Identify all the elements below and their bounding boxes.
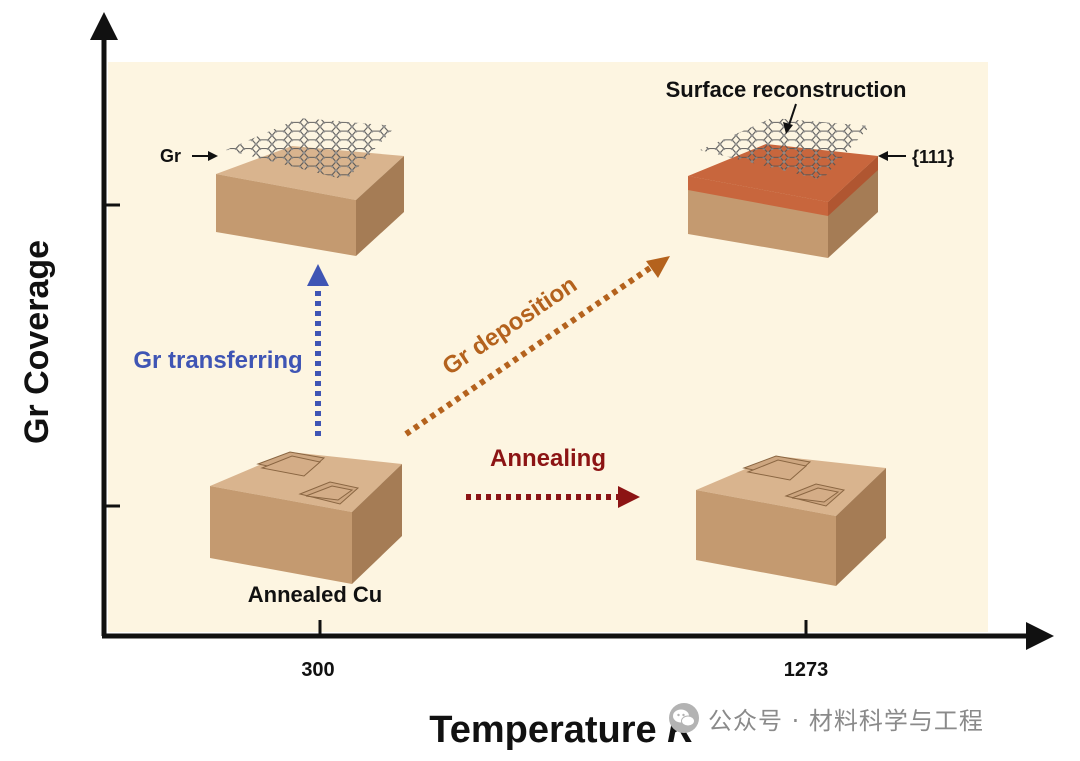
gr-transferring-label: Gr transferring [133, 347, 302, 374]
gr-transferring-arrowhead [307, 264, 329, 286]
cu-top-face [696, 456, 886, 516]
gr-label: Gr [160, 146, 181, 166]
cu-block-reconstructed [688, 118, 878, 258]
reconstructed-layer-side [828, 156, 878, 216]
x-axis [102, 620, 1054, 650]
surface-reconstruction-pointer [783, 103, 797, 134]
cu-block-annealed-hot [696, 455, 886, 586]
cu-front-face [696, 490, 836, 586]
surface-reconstruction-label: Surface reconstruction [666, 77, 907, 102]
annealing-arrow [466, 486, 640, 508]
x-axis-title-main: Temperature [429, 709, 667, 751]
x-tick-label-300: 300 [301, 659, 334, 681]
cu-side-face [836, 468, 886, 586]
gr-deposition-arrowhead [646, 256, 670, 278]
reconstructed-layer-front [688, 176, 828, 216]
cu-side-face [352, 464, 402, 584]
x-tick-label-1273: 1273 [784, 659, 829, 681]
y-axis [90, 12, 120, 636]
graphene-sheet [226, 118, 396, 180]
cu-front-face [216, 174, 356, 256]
facet-111-label: {111} [912, 147, 954, 167]
y-axis-title: Gr Coverage [18, 240, 56, 444]
graphene-sheet [700, 118, 870, 180]
annealed-cu-label: Annealed Cu [248, 582, 382, 607]
annealing-label: Annealing [490, 445, 606, 472]
cu-steps [256, 451, 360, 505]
cu-top-face [210, 452, 402, 512]
facet-pointer-arrow [878, 151, 906, 161]
cu-side-face [356, 156, 404, 256]
wechat-icon [669, 703, 699, 733]
cu-block-gr-transferred [216, 118, 404, 256]
watermark-text: 公众号 · 材料科学与工程 [708, 706, 984, 735]
gr-transferring-arrow [307, 264, 329, 436]
y-axis-arrowhead [90, 12, 118, 40]
gr-deposition-arrow [404, 256, 670, 437]
x-axis-title: Temperature K [429, 709, 697, 751]
cu-front-face [210, 486, 352, 584]
cu-block-annealed [210, 451, 402, 584]
gr-pointer-arrow [192, 151, 218, 161]
watermark: 公众号 · 材料科学与工程 [668, 700, 984, 736]
annealing-arrowhead [618, 486, 640, 508]
x-axis-arrowhead [1026, 622, 1054, 650]
cu-steps [742, 455, 846, 507]
